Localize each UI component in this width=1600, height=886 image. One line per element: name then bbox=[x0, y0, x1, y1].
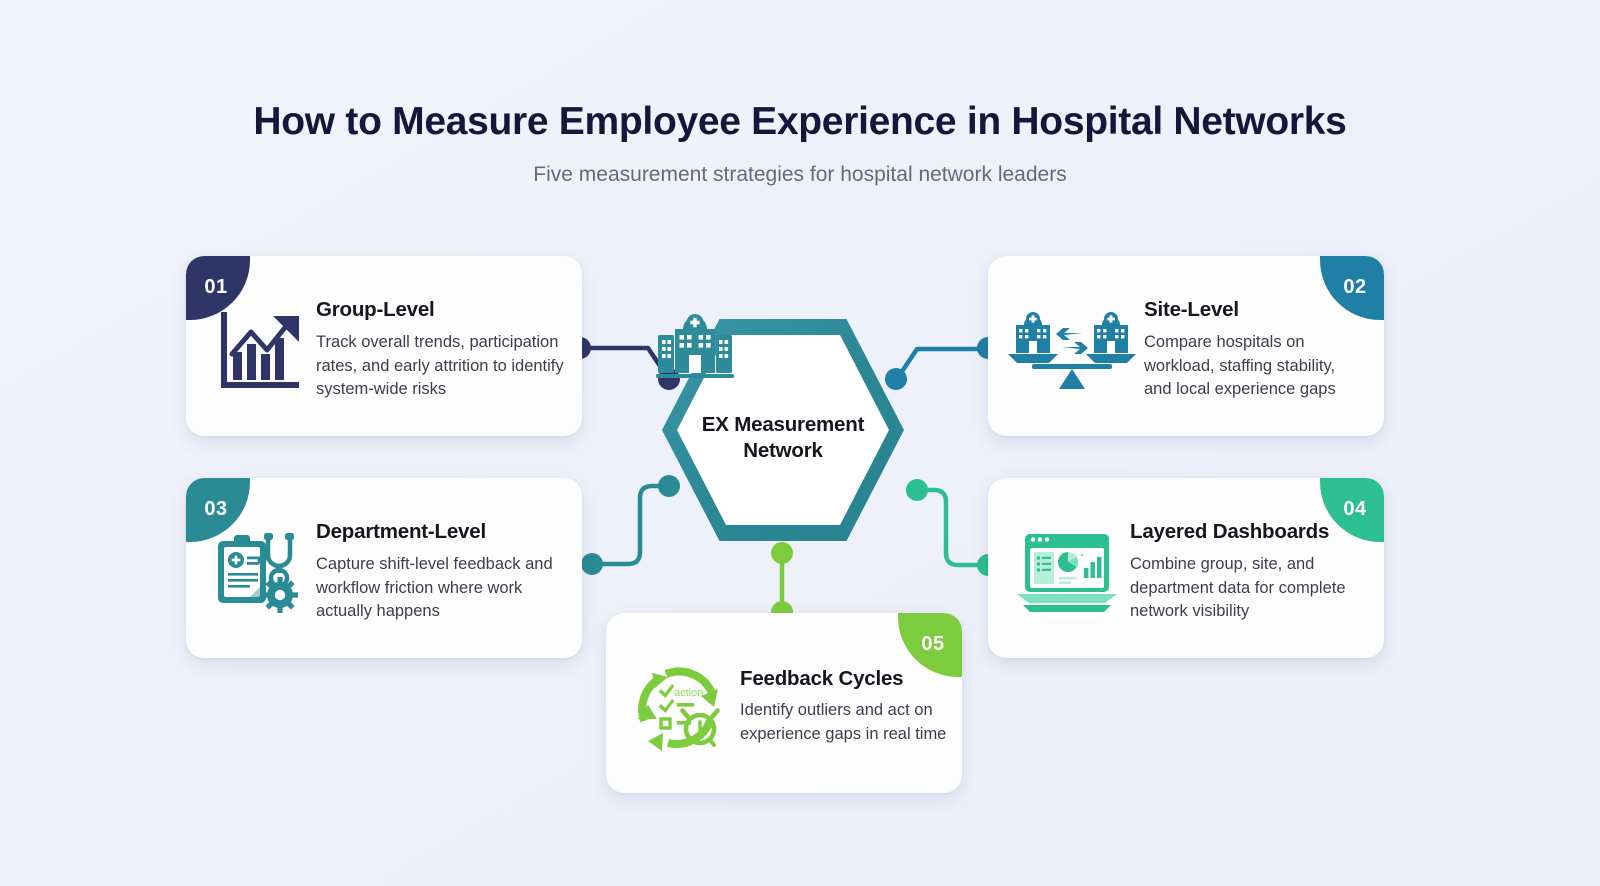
card-number-05: 05 bbox=[921, 632, 945, 655]
card-body-04: Combine group, site, and department data… bbox=[1130, 555, 1346, 621]
hub-label-line2: Network bbox=[743, 439, 823, 462]
card-group-level[interactable]: 01 bbox=[186, 256, 582, 436]
action-cycle-checklist-clock-icon: action bbox=[626, 659, 738, 755]
card-body-05: Identify outliers and act on experience … bbox=[740, 701, 947, 743]
card-body-03: Capture shift-level feedback and workflo… bbox=[316, 555, 553, 621]
card-body-02: Compare hospitals on workload, staffing … bbox=[1144, 333, 1336, 399]
card-title-03: Department-Level bbox=[316, 520, 486, 543]
card-title-04: Layered Dashboards bbox=[1130, 520, 1330, 543]
card-department-level[interactable]: 03 bbox=[186, 478, 582, 658]
clipboard-stethoscope-gear-icon bbox=[210, 529, 310, 615]
page-title: How to Measure Employee Experience in Ho… bbox=[253, 100, 1347, 143]
hub-label-line1: EX Measurement bbox=[701, 412, 865, 436]
card-title-05: Feedback Cycles bbox=[740, 667, 904, 691]
page-subtitle: Five measurement strategies for hospital… bbox=[533, 163, 1067, 186]
connector-card5-to-hub bbox=[771, 542, 793, 623]
hexagon-fill bbox=[677, 335, 889, 525]
hospital-balance-scale-icon bbox=[1002, 307, 1142, 393]
card-title-01: Group-Level bbox=[316, 298, 435, 321]
card-site-level[interactable]: 02 bbox=[988, 256, 1384, 436]
card-number-04: 04 bbox=[1343, 497, 1367, 520]
connector-card3-to-hub bbox=[581, 475, 680, 575]
card-title-02: Site-Level bbox=[1144, 298, 1239, 321]
center-hub-hexagon[interactable]: EX Measurement Network bbox=[656, 313, 910, 547]
card-feedback-cycles[interactable]: 05 bbox=[606, 613, 962, 793]
card-body-01: Track overall trends, participation rate… bbox=[316, 333, 564, 399]
card-number-03: 03 bbox=[204, 497, 228, 520]
card-number-01: 01 bbox=[204, 275, 228, 298]
icon-caption-action: action bbox=[674, 687, 703, 699]
hub-label: EX Measurement Network bbox=[688, 412, 878, 464]
card-layered-dashboards[interactable]: 04 bbox=[988, 478, 1384, 658]
connector-card4-to-hub bbox=[906, 479, 999, 576]
laptop-dashboard-charts-icon bbox=[1008, 530, 1126, 614]
card-number-02: 02 bbox=[1343, 275, 1367, 298]
bar-chart-growth-arrow-icon bbox=[210, 310, 310, 390]
